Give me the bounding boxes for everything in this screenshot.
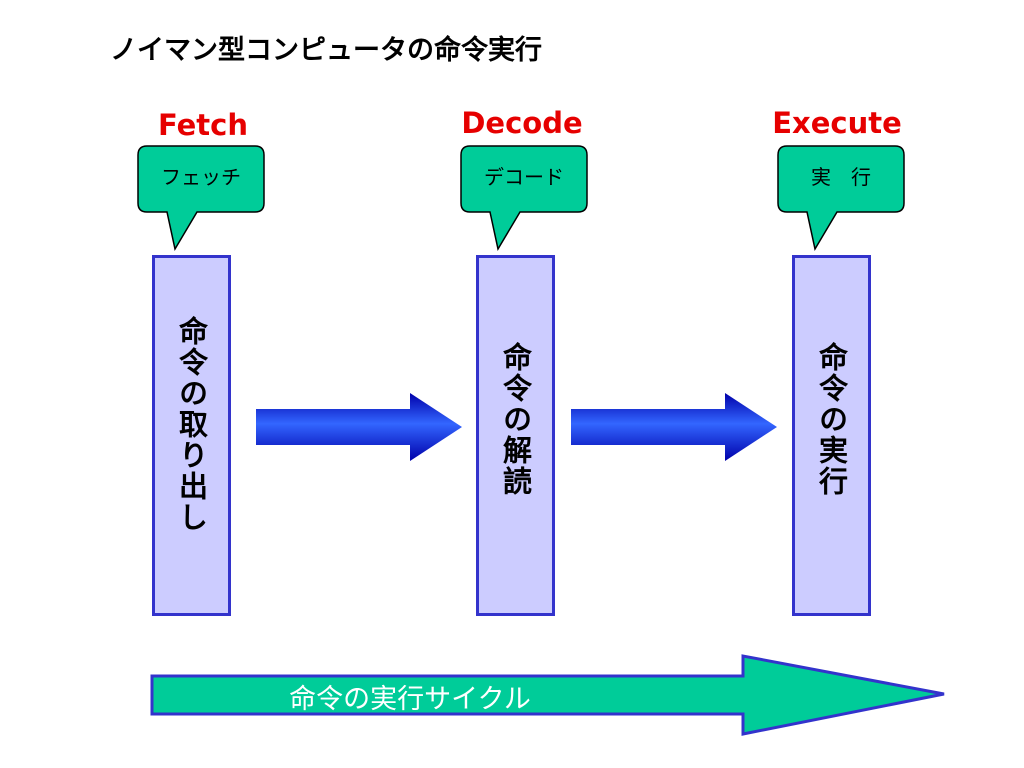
stage-label-fetch: Fetch — [157, 108, 248, 142]
step-box-execute: 命令の実行 — [792, 255, 871, 616]
callout-execute: 実 行 — [777, 145, 905, 252]
callout-shape-decode — [460, 145, 588, 252]
callout-decode: デコード — [460, 145, 588, 252]
callout-fetch: フェッチ — [137, 145, 265, 252]
step-text-fetch: 命令の取り出し — [174, 316, 209, 533]
cycle-arrow — [150, 654, 945, 736]
callout-shape-execute — [777, 145, 905, 252]
step-box-fetch: 命令の取り出し — [152, 255, 231, 616]
step-text-decode: 命令の解読 — [498, 342, 533, 497]
stage-label-decode: Decode — [461, 106, 583, 140]
callout-text-execute: 実 行 — [811, 165, 871, 189]
cycle-label: 命令の実行サイクル — [289, 684, 531, 715]
flow-arrow-2 — [571, 393, 777, 461]
flow-arrow-1 — [256, 393, 462, 461]
callout-text-decode: デコード — [484, 165, 564, 189]
step-text-execute: 命令の実行 — [814, 342, 849, 497]
callout-shape-fetch — [137, 145, 265, 252]
callout-text-fetch: フェッチ — [161, 165, 241, 189]
page-title: ノイマン型コンピュータの命令実行 — [110, 35, 542, 66]
stage-label-execute: Execute — [772, 106, 902, 140]
step-box-decode: 命令の解読 — [476, 255, 555, 616]
